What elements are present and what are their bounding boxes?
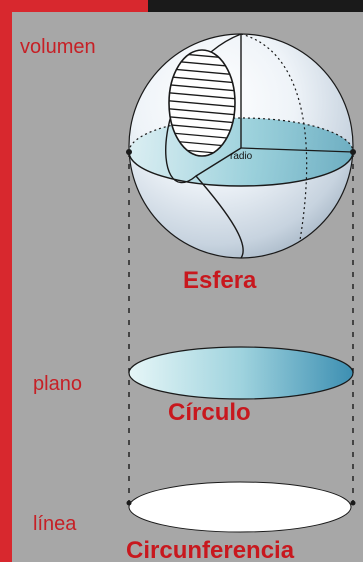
circumference-point-left bbox=[126, 500, 132, 506]
frame-top-red-bar bbox=[0, 0, 148, 12]
frame-top-dark-bar bbox=[148, 0, 363, 12]
label-radio: radio bbox=[230, 151, 253, 162]
circumference-point-right bbox=[350, 500, 356, 506]
radius-horizontal bbox=[240, 147, 354, 153]
hatch-lines bbox=[169, 51, 235, 156]
equator-back-dotted bbox=[128, 117, 354, 153]
equator-front bbox=[128, 151, 354, 187]
sphere-outline bbox=[128, 33, 354, 259]
equator-point-right bbox=[350, 149, 356, 155]
projection-lines bbox=[128, 152, 354, 503]
title-esfera: Esfera bbox=[183, 267, 257, 294]
radio-line bbox=[195, 147, 242, 177]
circumference bbox=[126, 481, 356, 533]
frame-left-red-bar bbox=[0, 0, 12, 562]
disc-shape bbox=[128, 346, 354, 400]
title-circunferencia: Circunferencia bbox=[126, 537, 295, 562]
circumference-shape bbox=[128, 481, 352, 533]
sphere bbox=[126, 33, 356, 259]
title-circulo: Círculo bbox=[168, 399, 251, 426]
circle-disc bbox=[128, 346, 354, 400]
equator-point-left bbox=[126, 149, 132, 155]
label-volumen: volumen bbox=[20, 36, 96, 58]
label-plano: plano bbox=[33, 373, 82, 395]
label-linea: línea bbox=[33, 513, 77, 535]
